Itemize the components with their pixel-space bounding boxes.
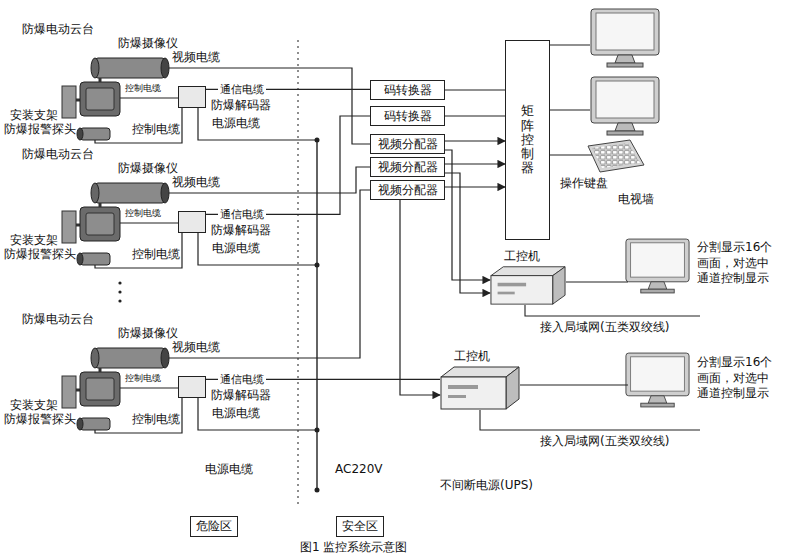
distributor-box: 视频分配器: [370, 180, 445, 200]
part-label: 安装支架: [10, 398, 58, 412]
part-label: 控制电缆: [125, 83, 161, 94]
node-text: 工控机: [454, 348, 490, 365]
part-label: 控制电缆: [125, 373, 161, 384]
part-label: AC220V: [335, 462, 383, 476]
part-label: 防爆摄像仪: [118, 161, 178, 175]
decoder-box: 防爆解码器: [178, 376, 206, 398]
connector: [445, 115, 505, 116]
part-label: 防爆摄像仪: [118, 326, 178, 340]
illustration: [62, 9, 700, 505]
connector: [445, 89, 505, 90]
node-text: 防爆解码器: [211, 387, 271, 404]
part-label: 防爆电动云台: [22, 147, 94, 161]
part-label: 防爆摄像仪: [118, 36, 178, 50]
pc-case: [440, 365, 520, 410]
connector: [445, 173, 490, 293]
node-text: 危险区: [196, 518, 232, 535]
decoder-box: 防爆解码器: [178, 211, 206, 233]
connector: [445, 186, 505, 187]
edge-label: 通信电缆: [218, 208, 266, 221]
part-label: 安装支架: [10, 108, 58, 122]
connector: [206, 116, 370, 214]
part-label: 电源电缆: [212, 406, 260, 420]
figure-caption: 图1 监控系统示意图: [300, 539, 407, 556]
node-text: 工控机: [504, 248, 540, 265]
pc-unit: 工控机: [440, 365, 520, 410]
part-label: 控制电缆: [125, 208, 161, 219]
pc-case: [490, 265, 566, 305]
zone-box: 危险区: [190, 516, 238, 537]
converter-box: 码转换器: [370, 80, 445, 100]
part-label: 防爆报警探头: [4, 412, 76, 426]
part-label: 视频电缆: [172, 175, 220, 189]
distributor-box: 视频分配器: [370, 157, 445, 177]
node-text: 视频分配器: [378, 159, 438, 176]
part-label: 不间断电源(UPS): [440, 478, 533, 492]
part-label: 接入局域网(五类双绞线): [540, 434, 669, 448]
node-text: 视频分配器: [378, 136, 438, 153]
edge-label: 通信电缆: [218, 83, 266, 96]
node-text: 码转换器: [384, 82, 432, 99]
node-text: 安全区: [342, 518, 378, 535]
matrix-box: 矩阵控制器: [505, 40, 550, 240]
node-text: 视频分配器: [378, 182, 438, 199]
zone-box: 安全区: [336, 516, 384, 537]
part-label: 电源电缆: [212, 116, 260, 130]
part-label: 控制电缆: [132, 247, 180, 261]
connector: [400, 200, 440, 395]
node-text: 码转换器: [384, 108, 432, 125]
part-label: 电源电缆: [212, 241, 260, 255]
part-label: 视频电缆: [172, 50, 220, 64]
converter-box: 码转换器: [370, 106, 445, 126]
connector: [445, 150, 490, 280]
node-text: 矩阵控制器: [521, 104, 534, 175]
part-label: 接入局域网(五类双绞线): [540, 320, 669, 334]
part-label: 分割显示16个画面，对选中通道控制显示: [697, 355, 777, 402]
distributor-box: 视频分配器: [370, 134, 445, 154]
part-label: 安装支架: [10, 233, 58, 247]
part-label: 防爆报警探头: [4, 122, 76, 136]
part-label: 控制电缆: [132, 412, 180, 426]
part-label: 操作键盘: [560, 176, 608, 190]
pc-unit: 工控机: [490, 265, 566, 305]
part-label: 控制电缆: [132, 122, 180, 136]
node-text: 防爆解码器: [211, 222, 271, 239]
decoder-box: 防爆解码器: [178, 86, 206, 108]
part-label: 防爆电动云台: [22, 312, 94, 326]
edge-label: 通信电缆: [218, 373, 266, 386]
part-label: 视频电缆: [172, 340, 220, 354]
connector: [445, 163, 505, 164]
part-label: 防爆电动云台: [22, 22, 94, 36]
part-label: 防爆报警探头: [4, 247, 76, 261]
part-label: 电源电缆: [205, 462, 253, 476]
node-text: 防爆解码器: [211, 97, 271, 114]
part-label: 分割显示16个画面，对选中通道控制显示: [697, 240, 777, 287]
part-label: 电视墙: [618, 192, 654, 206]
connector: [445, 140, 505, 141]
